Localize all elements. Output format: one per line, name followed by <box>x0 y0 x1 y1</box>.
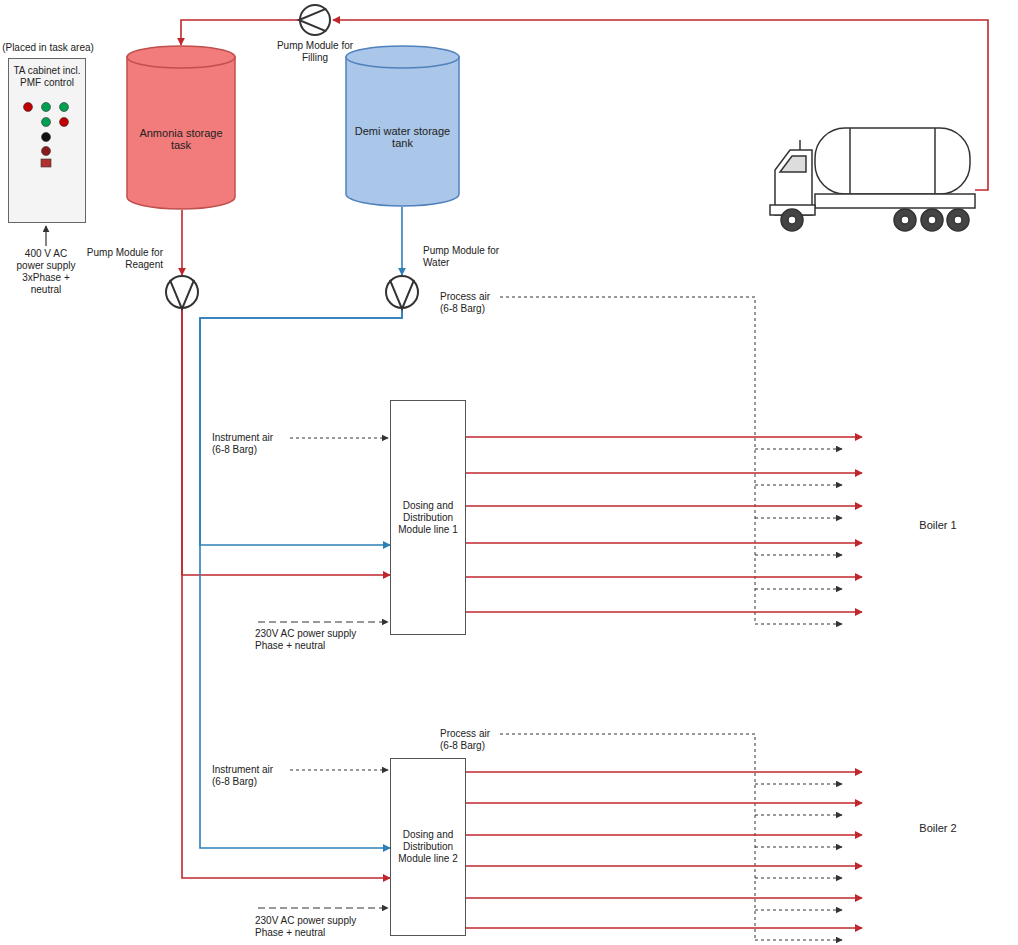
reagent-pipe <box>182 309 390 575</box>
instrument-air-line <box>290 438 388 439</box>
annotation-label: 230V AC power supply Phase + neutral <box>255 915 380 939</box>
reagent-pipe <box>466 771 862 773</box>
pump-outline <box>165 275 199 309</box>
control-cabinet: TA cabinet incl. PMF control(Placed in t… <box>8 58 86 223</box>
pump-outline <box>385 275 419 309</box>
annotation-label: Instrument air (6-8 Barg) <box>212 432 288 456</box>
water-pipe <box>401 207 403 275</box>
annotation-label: 400 V AC power supply 3xPhase + neutral <box>16 248 76 296</box>
annotation-label: Process air (6-8 Barg) <box>440 291 500 315</box>
reagent-pipe <box>466 542 862 544</box>
box-title: Dosing and Distribution Module line 1 <box>394 500 462 536</box>
process-air-branch <box>755 485 842 486</box>
annotation-label: Process air (6-8 Barg) <box>440 728 500 752</box>
process-air-line <box>500 734 755 940</box>
water-pipe <box>200 309 402 545</box>
reagent-pipe <box>466 436 862 438</box>
tank-name: Demi water storage tank <box>348 125 457 149</box>
power-line <box>258 907 388 908</box>
pump-symbol: Pump Module for Reagent <box>165 275 199 309</box>
pump-label: Pump Module for Water <box>423 245 503 269</box>
reagent-pipe <box>466 505 862 507</box>
pump-symbol: Pump Module for Filling <box>299 4 331 36</box>
reagent-pipe <box>466 927 862 929</box>
reagent-pipe <box>466 834 862 836</box>
reagent-pipe <box>466 472 862 474</box>
reagent-pipe <box>182 309 390 878</box>
process-air-branch <box>755 449 842 450</box>
indicator-lights <box>12 97 82 169</box>
process-air-branch <box>755 847 842 848</box>
process-air-branch <box>755 878 842 879</box>
power-line <box>258 621 388 622</box>
process-air-branch <box>755 624 842 625</box>
annotation-label: Instrument air (6-8 Barg) <box>212 764 288 788</box>
storage-tank: Demi water storage tank <box>345 45 460 207</box>
reagent-pipe <box>466 865 862 867</box>
process-air-branch <box>755 555 842 556</box>
process-air-branch <box>755 910 842 911</box>
boiler-name: Boiler 1 <box>919 519 956 531</box>
process-air-line <box>500 297 755 624</box>
boiler-name: Boiler 2 <box>919 822 956 834</box>
pump-symbol: Pump Module for Water <box>385 275 419 309</box>
reagent-pipe <box>181 210 183 275</box>
reagent-pipe <box>466 611 862 613</box>
box-title: Dosing and Distribution Module line 2 <box>394 829 462 865</box>
reagent-pipe <box>466 802 862 804</box>
pump-outline <box>299 4 331 36</box>
boiler-box: Boiler 2 <box>862 715 1014 940</box>
process-air-branch <box>755 815 842 816</box>
reagent-pipe <box>466 576 862 578</box>
boiler-box: Boiler 1 <box>862 400 1014 650</box>
reagent-pipe <box>466 897 862 899</box>
location-note: (Placed in task area) <box>0 42 99 54</box>
dosing-module: Dosing and Distribution Module line 2 <box>390 758 466 936</box>
annotation-label: 230V AC power supply Phase + neutral <box>255 628 380 652</box>
process-air-branch <box>755 940 842 941</box>
tank-name: Anmonia storage task <box>129 127 233 151</box>
power-arrow <box>45 226 46 246</box>
water-pipe <box>200 309 402 848</box>
box-title: TA cabinet incl. PMF control <box>12 65 82 89</box>
pump-label: Pump Module for Reagent <box>73 247 163 271</box>
tanker-truck <box>770 128 975 231</box>
process-air-branch <box>755 784 842 785</box>
process-air-branch <box>755 518 842 519</box>
dosing-module: Dosing and Distribution Module line 1 <box>390 400 466 635</box>
storage-tank: Anmonia storage task <box>126 45 236 210</box>
instrument-air-line <box>290 770 388 771</box>
process-air-branch <box>755 589 842 590</box>
